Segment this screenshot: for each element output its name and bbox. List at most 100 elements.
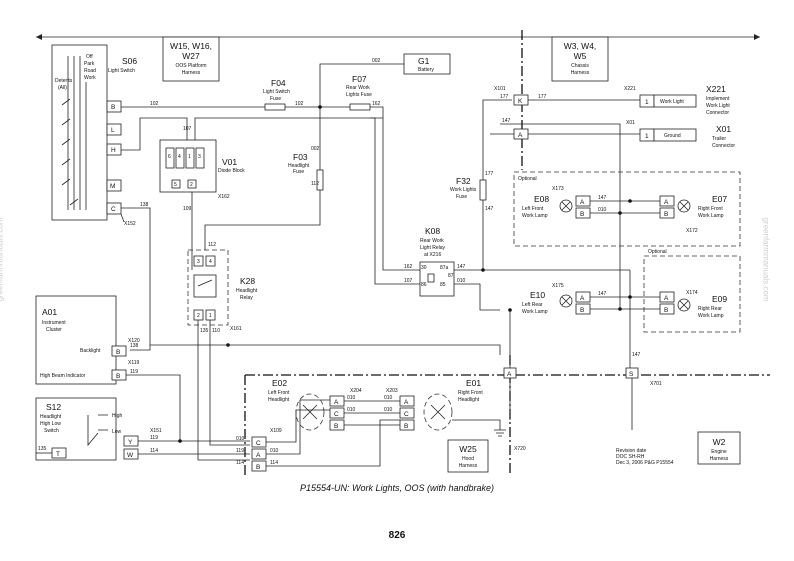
svg-text:M: M	[110, 183, 115, 190]
chassis-harness-line3: Chassis	[571, 63, 589, 69]
chassis-harness-line1: W3, W4,	[564, 41, 597, 51]
f07-name-1: Rear Work	[346, 85, 370, 91]
x119-label: X119	[128, 360, 140, 366]
figure-caption: P15554-UN: Work Lights, OOS (with handbr…	[299, 483, 495, 493]
revision-note-line3: Dec 3, 2006 P&G P15554	[616, 460, 674, 466]
s06-detents-2: (All)	[58, 85, 67, 91]
g1-battery-box	[403, 53, 451, 75]
svg-text:5: 5	[174, 182, 177, 188]
svg-text:A: A	[664, 295, 669, 302]
x119-pin-letter: B	[116, 373, 120, 380]
wire-102a: 102	[150, 101, 159, 107]
hood-harness-line3: Harness	[459, 463, 478, 469]
wire-147a: 147	[457, 264, 466, 270]
svg-text:B: B	[580, 307, 584, 314]
engine-harness-line2: Engine	[711, 449, 727, 455]
x01-name-2: Connector	[712, 143, 735, 149]
hood-harness-line2: Hood	[462, 456, 474, 462]
s06-pins: B L H M C	[106, 100, 122, 215]
e01-name-2: Headlight	[458, 397, 480, 403]
k08-id: K08	[425, 226, 440, 236]
oos-harness-line3: OOS Platform	[175, 63, 206, 69]
wire-147c: 147	[502, 118, 511, 124]
svg-text:B: B	[404, 423, 408, 430]
wire-119-x109	[266, 399, 330, 455]
x01-label: X01	[626, 120, 635, 126]
s06-position-off: Off	[86, 54, 93, 60]
optional-label-front: Optional	[518, 176, 537, 182]
a01-name-2: Cluster	[46, 327, 62, 333]
svg-text:30: 30	[421, 265, 427, 271]
f32-name-1: Work Lights	[450, 187, 477, 193]
svg-text:86: 86	[421, 282, 427, 288]
s06-detents-1: Detents	[55, 78, 73, 84]
e08-lamp-cross	[561, 201, 571, 211]
x221-work-light-label: Work Light	[660, 99, 684, 105]
s12-high: High	[112, 413, 123, 419]
f04-fuse	[264, 103, 286, 111]
f03-id: F03	[293, 152, 308, 162]
x120-pin-letter: B	[116, 349, 120, 356]
optional-label-rear: Optional	[648, 249, 667, 255]
engine-harness-line1: W2	[713, 437, 726, 447]
svg-text:4: 4	[178, 154, 181, 160]
e01-name-1: Right Front	[458, 390, 483, 396]
wire-010-k08	[454, 283, 500, 311]
e07-lamp-cross	[679, 201, 689, 211]
x173-connector: A B	[575, 195, 591, 219]
wire-010f: 010	[384, 407, 393, 413]
e01-lamp-symbol	[430, 404, 446, 420]
e10-name-2: Work Lamp	[522, 309, 548, 315]
svg-text:C: C	[334, 411, 339, 418]
wire-138-long	[150, 344, 501, 355]
e08-name-2: Work Lamp	[522, 213, 548, 219]
x01-ground-box	[653, 128, 697, 142]
x01-ground-label: Ground	[664, 133, 681, 139]
svg-text:B: B	[664, 307, 668, 314]
svg-text:K: K	[518, 98, 523, 105]
page-number: 826	[388, 530, 406, 541]
wire-110a: 110	[212, 328, 220, 334]
wire-112b: 112	[208, 242, 216, 248]
revision-note-line1: Revision date	[616, 448, 647, 454]
oos-harness-line2: W27	[182, 51, 200, 61]
wire-138b: 138	[130, 343, 139, 349]
wire-162b: 162	[404, 264, 413, 270]
e10-id: E10	[530, 290, 545, 300]
wire-010d: 010	[347, 407, 356, 413]
svg-text:A: A	[334, 399, 339, 406]
x174-label: X174	[686, 290, 698, 296]
e02-headlight	[295, 393, 325, 431]
e02-id: E02	[272, 378, 287, 388]
oos-platform-harness-box	[162, 36, 220, 82]
wire-147f: 147	[632, 352, 641, 358]
x221-name-2: Work Light	[706, 103, 730, 109]
revision-note-line2: DOC SH-RH	[616, 454, 645, 460]
x152-label: X152	[124, 221, 136, 227]
wire-147d: 147	[598, 195, 607, 201]
x161-label: X161	[230, 326, 242, 332]
x120-pin	[111, 345, 127, 357]
f32-id: F32	[456, 176, 471, 186]
x203-label: X203	[386, 388, 398, 394]
chassis-harness-box	[551, 36, 609, 82]
x109-connector: C A B	[251, 436, 267, 472]
wire-119a: 119	[130, 369, 138, 375]
wire-138a: 138	[140, 202, 149, 208]
x101-label: X101	[494, 86, 506, 92]
wire-119-a01	[126, 374, 181, 440]
x701-label: X701	[650, 381, 662, 387]
watermark-right: greenfarmmanuals.com	[761, 217, 771, 302]
wire-177-f32	[482, 99, 512, 180]
a01-id: A01	[42, 307, 57, 317]
e09-name-1: Right Rear	[698, 306, 722, 312]
chassis-harness-line4: Harness	[571, 70, 590, 76]
f32-name-2: Fuse	[456, 194, 467, 200]
e02-name-2: Headlight	[268, 397, 290, 403]
wire-010b: 010	[270, 448, 279, 454]
wire-002-top	[319, 63, 404, 107]
oos-harness-line1: W15, W16,	[170, 41, 212, 51]
svg-text:B: B	[256, 464, 260, 471]
x120-label: X120	[128, 338, 140, 344]
svg-text:A: A	[404, 399, 409, 406]
